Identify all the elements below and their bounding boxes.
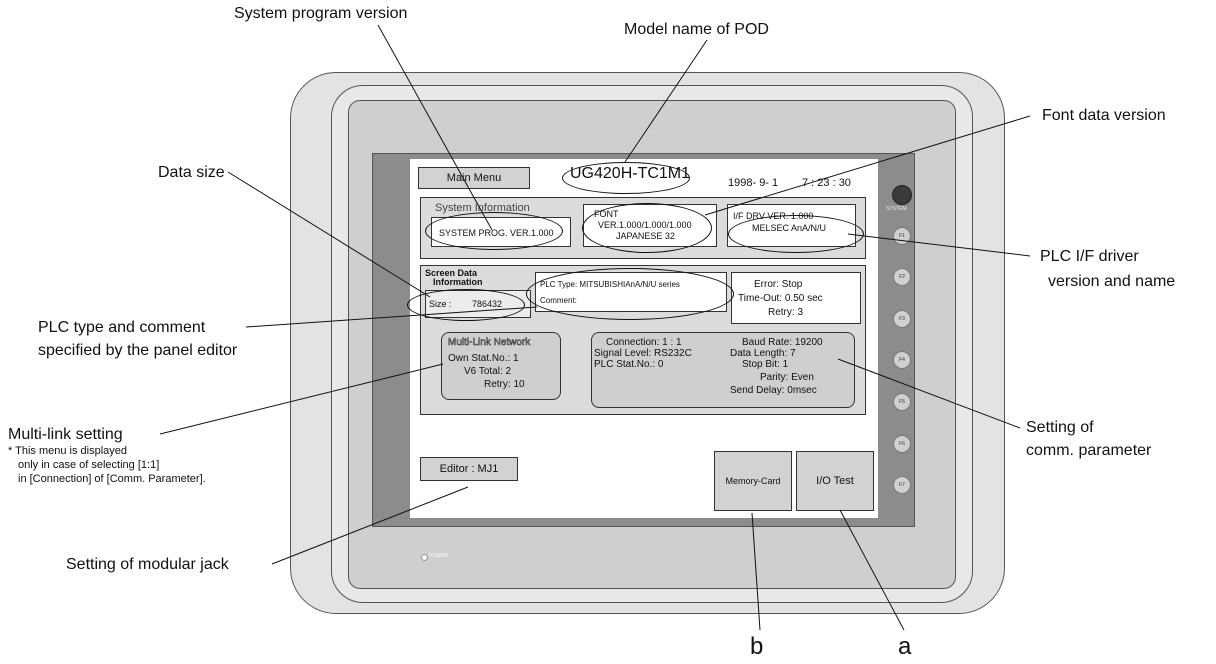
font-highlight [582,203,712,253]
parity-setting: Parity: Even [760,372,814,383]
v6-total: V6 Total: 2 [464,366,512,377]
model-name-callout: Model name of POD [624,21,769,38]
memory-card-button[interactable]: Memory-Card [714,451,792,511]
io-test-button[interactable]: I/O Test [796,451,874,511]
f5-key[interactable]: F5 [893,393,911,411]
time-display: 7 : 23 : 30 [802,177,851,189]
connection-setting: Connection: 1 : 1 [606,337,682,348]
retry-setting: Retry: 3 [768,307,804,318]
plc-station-number: PLC Stat.No.: 0 [594,359,664,370]
multilink-callout: Multi-link setting [8,426,123,443]
own-station-number: Own Stat.No.: 1 [448,353,519,364]
f6-key[interactable]: F6 [893,435,911,453]
screen-data-title: Screen Data [425,268,478,278]
system-key[interactable] [892,185,912,205]
baud-rate-setting: Baud Rate: 19200 [742,337,823,348]
multilink-network-title: Multi-Link Network [448,337,531,349]
main-menu-button[interactable]: Main Menu [418,167,530,189]
label-a: a [898,633,912,660]
f2-key[interactable]: F2 [893,268,911,286]
label-b: b [750,633,764,660]
multilink-network-box: Multi-Link Network Own Stat.No.: 1 V6 To… [441,332,561,400]
comm-parameter-box: Connection: 1 : 1 Signal Level: RS232C P… [591,332,855,408]
model-name-highlight [562,162,690,194]
system-prog-highlight [425,212,563,250]
multilink-retry: Retry: 10 [484,379,525,390]
editor-button[interactable]: Editor : MJ1 [420,457,518,481]
if-driver-highlight [728,215,864,253]
data-size-callout: Data size [158,164,225,181]
screen-data-subtitle: Information [433,277,483,287]
date-display: 1998- 9- 1 [728,177,779,189]
multilink-note-line1: * This menu is displayed [8,445,128,457]
size-highlight [407,289,525,321]
system-information-title: System Information [435,202,530,214]
plc-driver-callout-line2: version and name [1048,273,1176,290]
system-program-version-callout: System program version [234,5,408,22]
plc-type-highlight [526,268,734,320]
system-key-label: SYSTEM [886,206,907,212]
modular-jack-callout: Setting of modular jack [66,556,229,573]
f7-key[interactable]: F7 [893,476,911,494]
font-data-version-callout: Font data version [1042,107,1166,124]
stop-bit-setting: Stop Bit: 1 [742,359,789,370]
multilink-note-line3: in [Connection] of [Comm. Parameter]. [18,473,206,485]
data-length-setting: Data Length: 7 [730,348,796,359]
plc-type-callout-line1: PLC type and comment [38,319,206,336]
signal-level-setting: Signal Level: RS232C [594,348,692,359]
f4-key[interactable]: F4 [893,351,911,369]
error-settings-box: Error: Stop Time-Out: 0.50 sec Retry: 3 [731,272,861,324]
power-led-icon [421,554,428,561]
multilink-note-line2: only in case of selecting [1:1] [18,459,160,471]
timeout-setting: Time-Out: 0.50 sec [738,293,823,304]
plc-type-callout-line2: specified by the panel editor [38,342,238,359]
f1-key[interactable]: F1 [893,227,911,245]
comm-parameter-callout-line2: comm. parameter [1026,442,1152,459]
send-delay-setting: Send Delay: 0msec [730,385,817,396]
error-setting: Error: Stop [754,279,803,290]
power-label: POWER [429,553,448,559]
plc-driver-callout-line1: PLC I/F driver [1040,248,1139,265]
f3-key[interactable]: F3 [893,310,911,328]
comm-parameter-callout-line1: Setting of [1026,419,1094,436]
